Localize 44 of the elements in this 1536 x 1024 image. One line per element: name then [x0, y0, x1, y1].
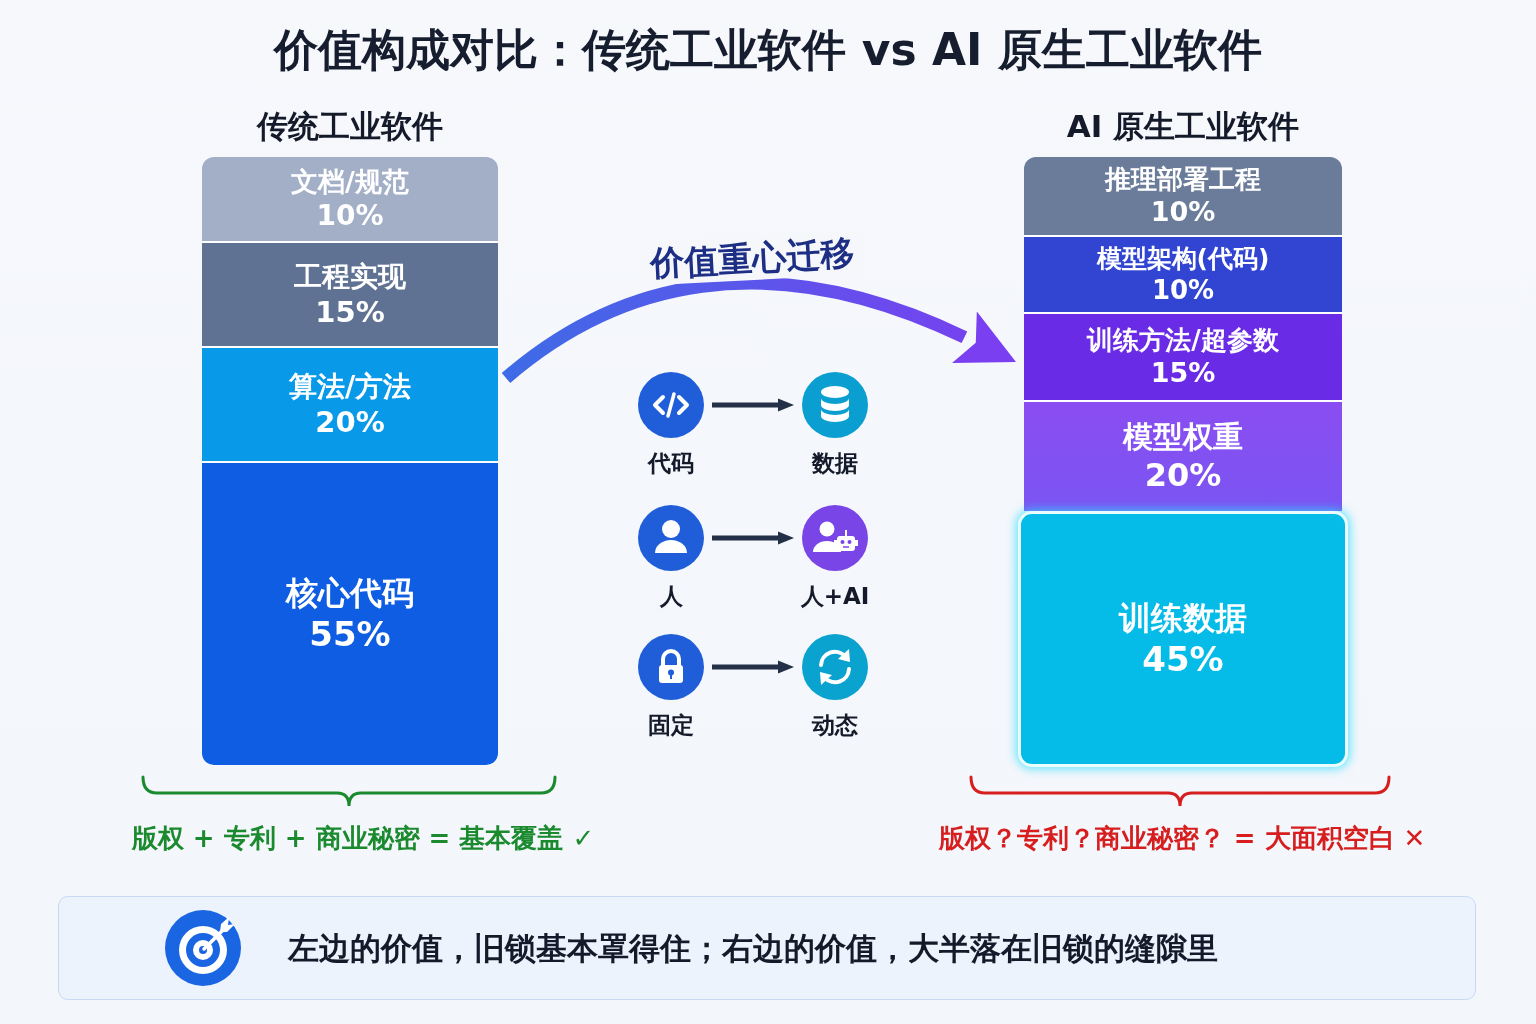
- segment-label: 模型架构(代码): [1096, 242, 1270, 274]
- bar-segment: [202, 346, 498, 461]
- segment-label: 模型权重: [1123, 417, 1243, 456]
- percentage-value: 15%: [1150, 356, 1216, 391]
- percentage-value: 15%: [315, 293, 385, 331]
- bar-segment: [1024, 235, 1342, 312]
- icon-caption: 数据: [812, 449, 858, 477]
- arrow: [712, 531, 794, 545]
- column-heading: 传统工业软件: [257, 107, 443, 146]
- column-heading: AI 原生工业软件: [1066, 107, 1300, 146]
- percentage-value: 10%: [1150, 195, 1216, 230]
- icon-caption: 人+AI: [800, 582, 870, 610]
- segment-label: 算法/方法: [288, 368, 412, 404]
- bar-segment: [1024, 312, 1342, 400]
- bar-segment: [1018, 511, 1348, 767]
- icon-caption: 代码: [648, 449, 694, 477]
- summary-text: 左边的价值，旧锁基本罩得住；右边的价值，大半落在旧锁的缝隙里: [288, 929, 1218, 968]
- diagram-title: 价值构成对比：传统工业软件 vs AI 原生工业软件: [274, 23, 1262, 77]
- summary-banner: [58, 896, 1476, 1000]
- percentage-value: 20%: [1144, 455, 1222, 496]
- segment-label: 工程实现: [294, 258, 406, 294]
- note-text: 版权 + 专利 + 商业秘密 = 基本覆盖 ✓: [131, 822, 595, 855]
- segment-label: 文档/规范: [291, 164, 409, 199]
- segment-label: 训练数据: [1119, 597, 1247, 638]
- icon-caption: 动态: [812, 711, 858, 739]
- bar-segment: [202, 157, 498, 241]
- arrow: [712, 398, 794, 412]
- bar-segment: [1024, 400, 1342, 511]
- bar-segment: [202, 461, 498, 765]
- icon-caption: 固定: [648, 711, 694, 739]
- percentage-value: 45%: [1142, 637, 1224, 681]
- segment-label: 推理部署工程: [1105, 162, 1261, 196]
- icon-caption: 人: [659, 582, 683, 610]
- curved-arrow: [501, 276, 1017, 384]
- bar-segment: [1024, 157, 1342, 235]
- percentage-value: 55%: [309, 612, 391, 656]
- percentage-value: 10%: [1151, 273, 1215, 307]
- segment-label: 核心代码: [286, 572, 414, 613]
- note-text: 版权？专利？商业秘密？ = 大面积空白 ✕: [938, 822, 1426, 855]
- bar-segment: [202, 241, 498, 346]
- arrow: [712, 660, 794, 674]
- percentage-value: 10%: [316, 198, 384, 234]
- segment-label: 训练方法/超参数: [1087, 323, 1279, 357]
- percentage-value: 20%: [315, 403, 385, 441]
